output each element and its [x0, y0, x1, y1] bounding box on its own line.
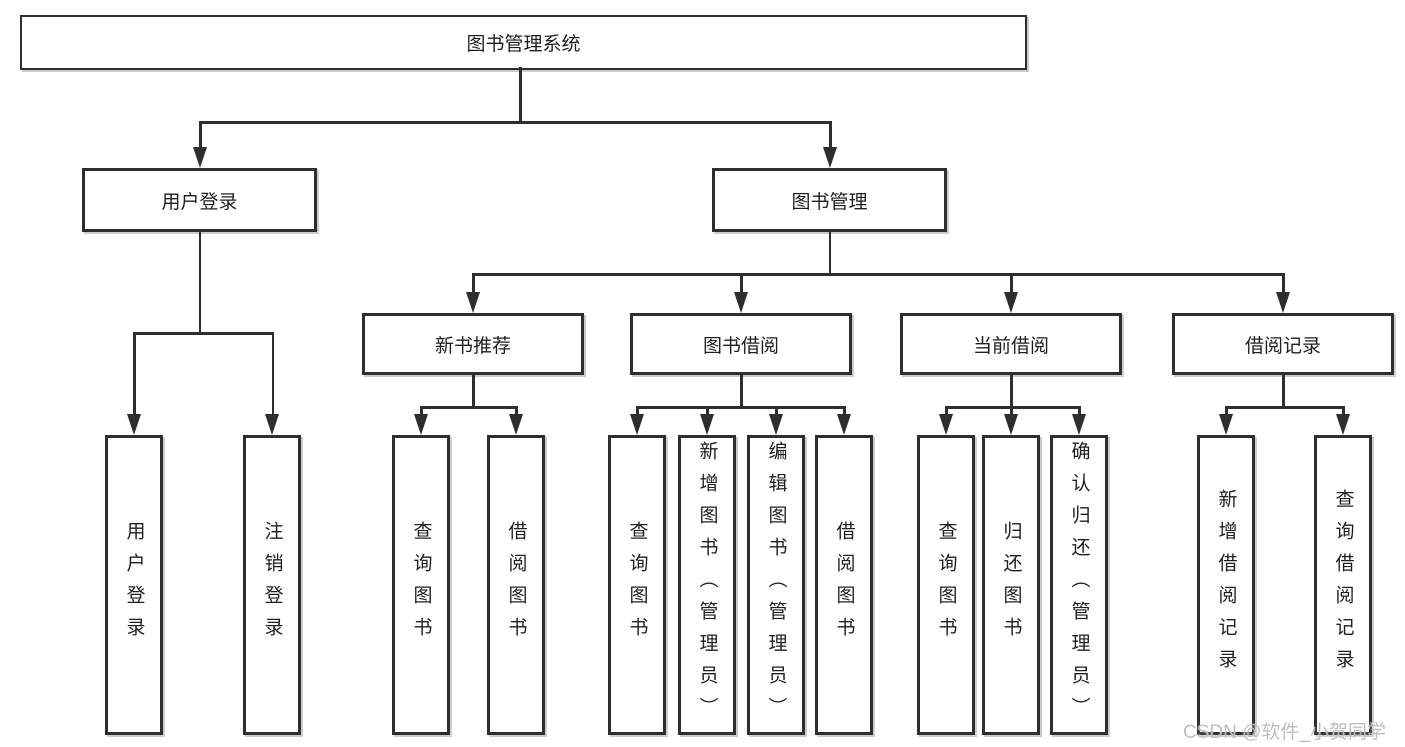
connector-root-split — [199, 121, 831, 124]
arrow-down-icon — [629, 414, 644, 435]
node-book-management-label: 图书管理 — [791, 191, 868, 213]
connector-root-stub — [519, 67, 522, 123]
connector-g3-shaft-4 — [843, 406, 846, 418]
leaf-borrow-books-recommend-label: 借阅图书 — [505, 521, 527, 649]
leaf-return-books: 归还图书 — [982, 435, 1040, 735]
connector-g2-stub — [472, 372, 475, 408]
arrow-down-icon — [1275, 292, 1290, 313]
connector-g2-split — [420, 406, 517, 409]
arrow-down-icon — [836, 414, 851, 435]
node-user-login: 用户登录 — [82, 168, 317, 232]
arrow-down-icon — [1003, 414, 1018, 435]
arrow-down-icon — [126, 414, 141, 435]
connector-g5-stub — [1282, 372, 1285, 408]
connector-g4-shaft-1 — [945, 406, 948, 418]
node-new-book-recommend: 新书推荐 — [362, 313, 584, 375]
leaf-borrow-books-label: 借阅图书 — [833, 521, 855, 649]
connector-level3-shaft-4 — [1282, 273, 1285, 296]
connector-level3-split — [472, 273, 1284, 276]
connector-g3-split — [636, 406, 845, 409]
node-borrow-records-label: 借阅记录 — [1244, 335, 1321, 357]
leaf-user-login: 用户登录 — [105, 435, 163, 735]
connector-g5-shaft-2 — [1342, 406, 1345, 418]
arrow-down-icon — [192, 147, 207, 168]
arrow-down-icon — [413, 414, 428, 435]
connector-g4-stub — [1010, 372, 1013, 408]
connector-userlogin-shaft-1 — [133, 332, 136, 418]
leaf-user-login-label: 用户登录 — [123, 521, 145, 649]
node-root-label: 图书管理系统 — [466, 34, 581, 55]
leaf-query-books-borrow: 查询图书 — [608, 435, 666, 735]
node-user-login-label: 用户登录 — [161, 191, 238, 213]
connector-g3-stub — [740, 372, 743, 408]
arrow-down-icon — [508, 414, 523, 435]
connector-level3-shaft-3 — [1010, 273, 1013, 296]
arrow-down-icon — [465, 292, 480, 313]
leaf-confirm-return-admin-label: 确认归还（管理员） — [1068, 441, 1090, 729]
leaf-query-books-recommend: 查询图书 — [392, 435, 450, 735]
node-book-borrow-label: 图书借阅 — [702, 335, 779, 357]
connector-userlogin-stub — [198, 230, 201, 334]
arrow-down-icon — [733, 292, 748, 313]
connector-root-right-shaft — [829, 121, 832, 150]
leaf-add-books-admin: 新增图书（管理员） — [678, 435, 736, 735]
connector-g3-shaft-3 — [775, 406, 778, 418]
leaf-borrow-books-recommend: 借阅图书 — [487, 435, 545, 735]
arrow-down-icon — [768, 414, 783, 435]
arrow-down-icon — [699, 414, 714, 435]
connector-g4-shaft-3 — [1078, 406, 1081, 418]
connector-level3-shaft-2 — [740, 273, 743, 296]
connector-bookmgmt-stub — [828, 230, 831, 275]
node-current-borrow-label: 当前借阅 — [972, 335, 1049, 357]
node-root-system: 图书管理系统 — [20, 15, 1027, 70]
arrow-down-icon — [1218, 414, 1233, 435]
leaf-add-borrow-record: 新增借阅记录 — [1197, 435, 1255, 735]
arrow-down-icon — [822, 147, 837, 168]
leaf-logout-label: 注销登录 — [261, 521, 283, 649]
node-new-book-recommend-label: 新书推荐 — [434, 335, 511, 357]
leaf-query-books-current-label: 查询图书 — [935, 521, 957, 649]
leaf-borrow-books: 借阅图书 — [815, 435, 873, 735]
arrow-down-icon — [1003, 292, 1018, 313]
arrow-down-icon — [1335, 414, 1350, 435]
leaf-query-borrow-record-label: 查询借阅记录 — [1332, 489, 1354, 681]
leaf-confirm-return-admin: 确认归还（管理员） — [1050, 435, 1108, 735]
connector-g5-split — [1225, 406, 1344, 409]
node-current-borrow: 当前借阅 — [900, 313, 1122, 375]
connector-g4-split — [945, 406, 1080, 409]
csdn-watermark: CSDN @软件_小贺同学 — [1183, 722, 1386, 743]
node-borrow-records: 借阅记录 — [1172, 313, 1394, 375]
arrow-down-icon — [938, 414, 953, 435]
leaf-query-books-current: 查询图书 — [917, 435, 975, 735]
connector-g3-shaft-2 — [706, 406, 709, 418]
leaf-edit-books-admin: 编辑图书（管理员） — [747, 435, 805, 735]
leaf-query-borrow-record: 查询借阅记录 — [1314, 435, 1372, 735]
arrow-down-icon — [1071, 414, 1086, 435]
connector-userlogin-split — [133, 332, 274, 335]
node-book-borrow: 图书借阅 — [630, 313, 852, 375]
leaf-query-books-recommend-label: 查询图书 — [410, 521, 432, 649]
connector-g5-shaft-1 — [1225, 406, 1228, 418]
connector-level3-shaft-1 — [472, 273, 475, 296]
node-book-management: 图书管理 — [712, 168, 947, 232]
leaf-return-books-label: 归还图书 — [1000, 521, 1022, 649]
connector-g3-shaft-1 — [636, 406, 639, 418]
leaf-query-books-borrow-label: 查询图书 — [626, 521, 648, 649]
connector-g2-shaft-2 — [515, 406, 518, 418]
leaf-add-books-admin-label: 新增图书（管理员） — [696, 441, 718, 729]
arrow-down-icon — [265, 414, 279, 435]
leaf-logout: 注销登录 — [243, 435, 301, 735]
connector-g4-shaft-2 — [1010, 406, 1013, 418]
leaf-add-borrow-record-label: 新增借阅记录 — [1215, 489, 1237, 681]
connector-root-left-shaft — [199, 121, 202, 150]
connector-g2-shaft-1 — [420, 406, 423, 418]
connector-userlogin-shaft-2 — [271, 332, 274, 418]
leaf-edit-books-admin-label: 编辑图书（管理员） — [765, 441, 787, 729]
